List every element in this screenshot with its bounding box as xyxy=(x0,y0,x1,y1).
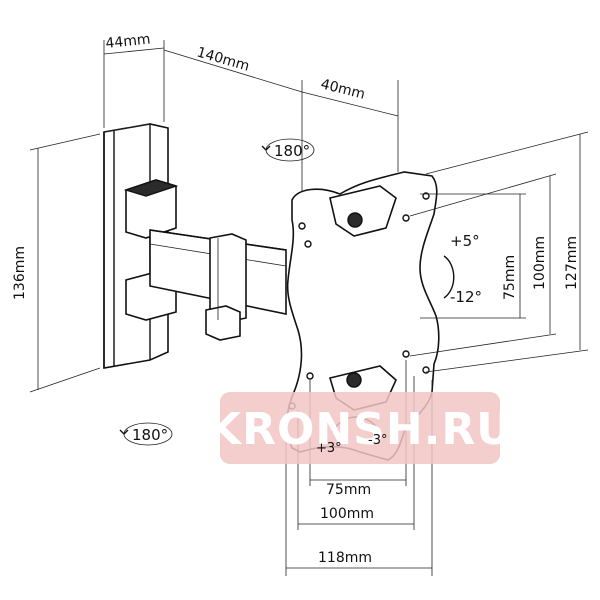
dimension-lines xyxy=(29,40,589,576)
angle-tilt-up: +5° xyxy=(450,232,480,250)
vesa-hole xyxy=(298,222,306,230)
top-tilt-knob xyxy=(347,212,363,228)
dim-75mm-horizontal: 75mm xyxy=(326,482,371,498)
vesa-hole xyxy=(402,214,410,222)
vesa-hole xyxy=(402,350,410,358)
dim-100mm-vertical: 100mm xyxy=(532,236,548,290)
swing-arm xyxy=(123,179,287,341)
dim-136mm: 136mm xyxy=(12,246,28,300)
watermark-text: KRONSH.RU xyxy=(207,404,513,455)
bottom-pivot-knob xyxy=(346,372,362,388)
dim-140mm: 140mm xyxy=(195,44,251,74)
vesa-hole xyxy=(306,372,314,380)
vesa-hole xyxy=(422,192,430,200)
angle-swivel-right: -3° xyxy=(368,433,387,448)
angle-rotation-bottom: 180° xyxy=(132,426,168,444)
dim-100mm-horizontal: 100mm xyxy=(320,506,374,522)
vesa-hole xyxy=(422,366,430,374)
angle-rotation-top: 180° xyxy=(274,142,310,160)
dim-118mm: 118mm xyxy=(318,550,372,566)
rotation-arrows xyxy=(119,138,315,446)
angle-tilt-down: -12° xyxy=(450,288,482,306)
vesa-hole xyxy=(304,240,312,248)
dim-127mm: 127mm xyxy=(564,236,580,290)
dim-40mm: 40mm xyxy=(319,76,367,102)
watermark: KRONSH.RU xyxy=(207,392,513,464)
dim-75mm-vertical: 75mm xyxy=(502,255,518,300)
dim-44mm: 44mm xyxy=(105,31,152,52)
angle-swivel-left: +3° xyxy=(316,441,342,456)
